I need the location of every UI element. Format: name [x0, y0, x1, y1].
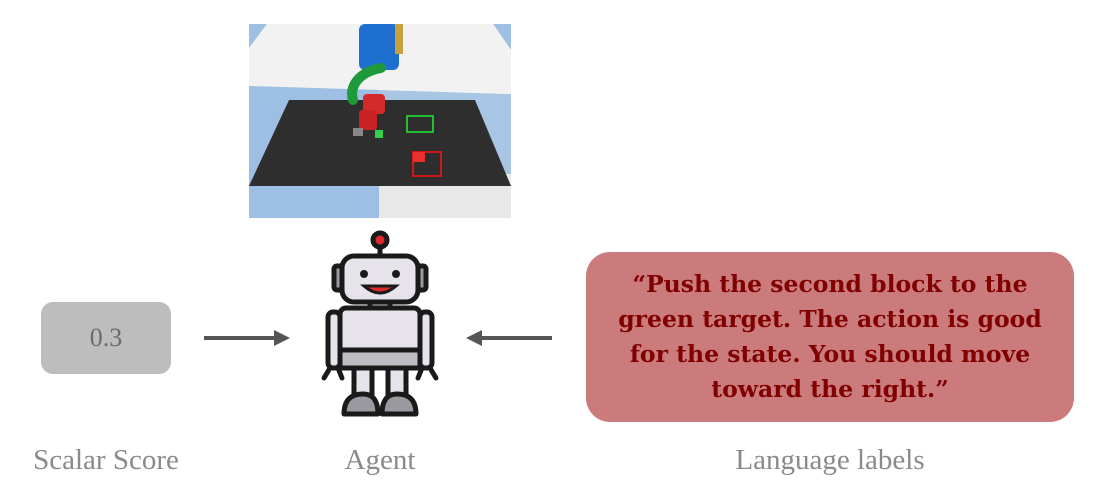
arrow-right-icon [204, 330, 290, 346]
robot-icon [321, 230, 439, 417]
language-label-text: “Push the second block to the green targ… [618, 270, 1042, 403]
simulation-scene-image [249, 24, 511, 218]
language-labels-label: Language labels [735, 444, 925, 476]
language-label-box: “Push the second block to the green targ… [586, 252, 1074, 422]
scalar-score-label: Scalar Score [33, 444, 179, 476]
agent-label: Agent [344, 444, 416, 476]
scalar-score-value: 0.3 [89, 323, 123, 352]
arrow-left-icon [466, 330, 552, 346]
scalar-score-box: 0.3 [41, 302, 171, 374]
